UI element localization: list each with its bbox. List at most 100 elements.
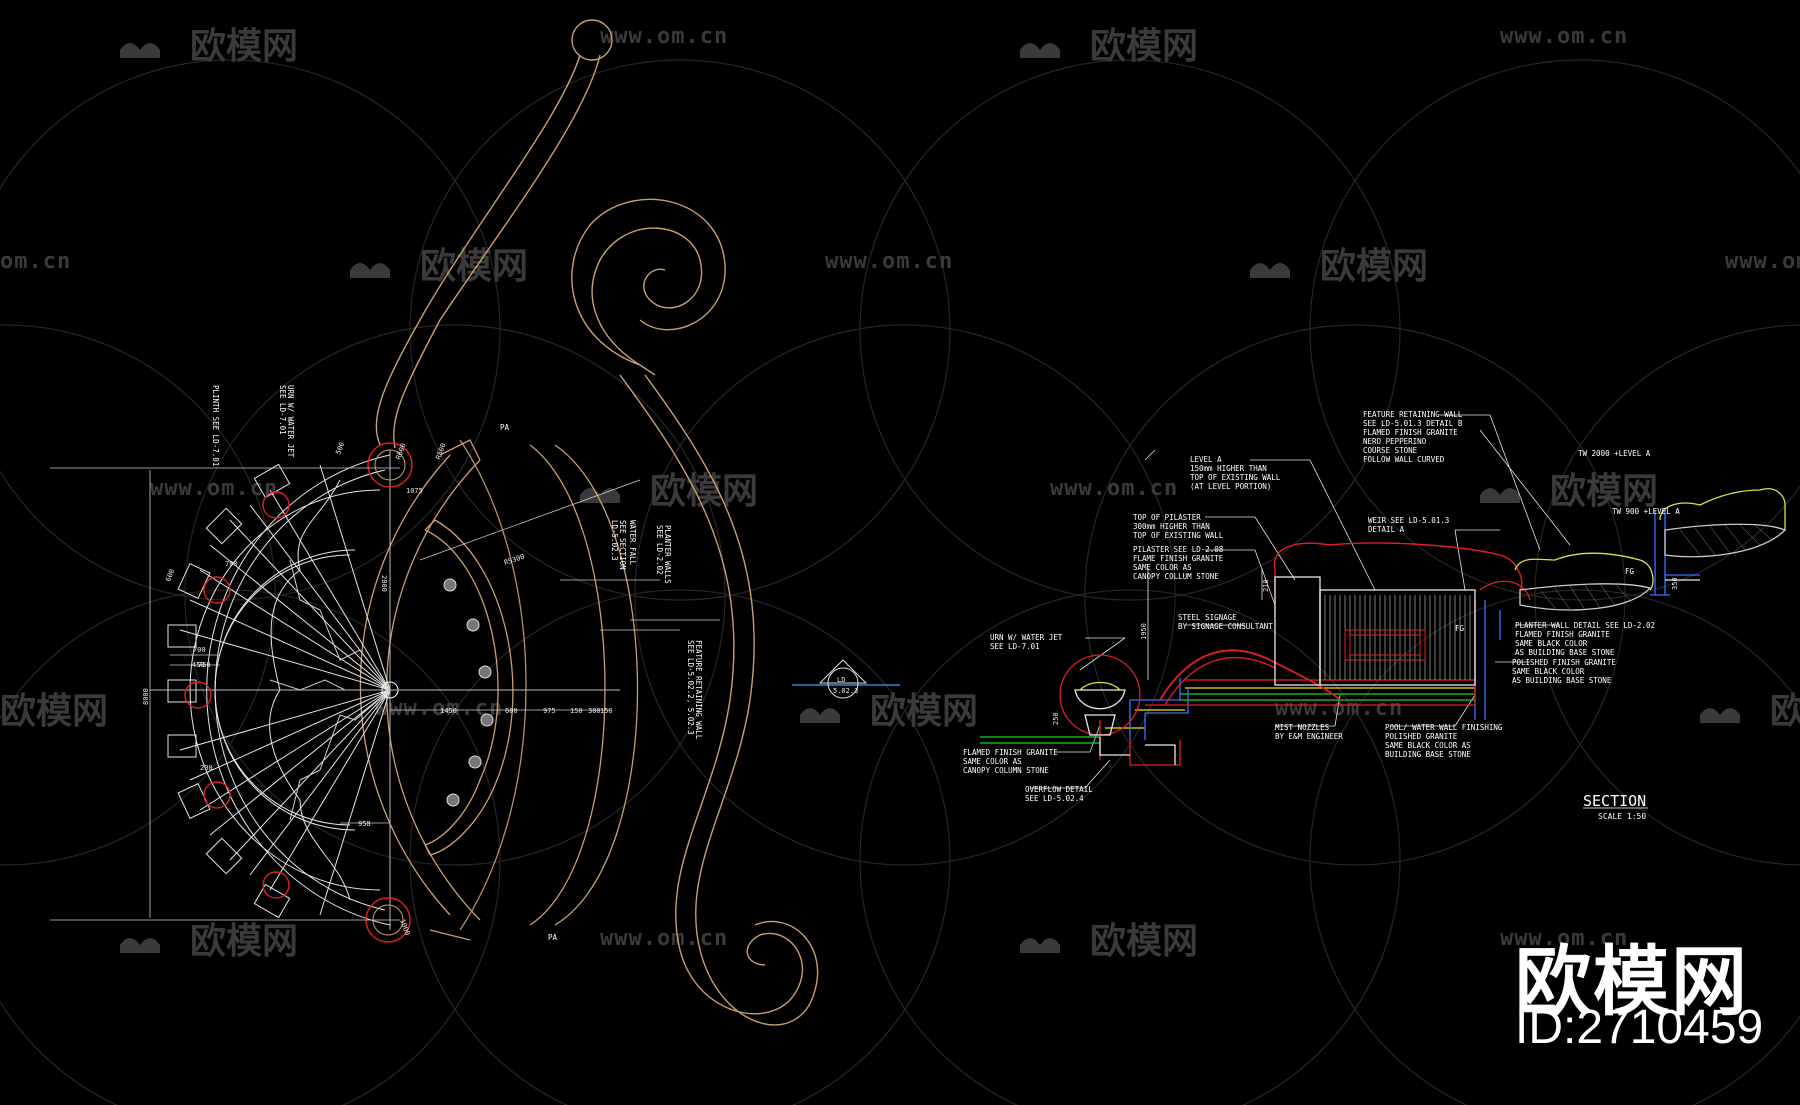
steel-signage [1344, 629, 1426, 661]
note-flamed-1: FLAMED FINISH GRANITE [963, 748, 1058, 757]
dim-975: 975 [543, 707, 556, 715]
watermark-brand: 欧模网 [1250, 246, 1428, 287]
note-urn-2: SEE LD-7.01 [990, 642, 1040, 651]
section-marker-top: LD [837, 676, 845, 684]
svg-text:欧模网: 欧模网 [650, 471, 758, 512]
watermark-url: www.om.cn [1725, 249, 1800, 274]
dim-2000: 2000 [380, 575, 388, 592]
note-feature-wall-3: FLAMED FINISH GRANITE [1363, 428, 1458, 437]
dim-600: 600 [505, 707, 518, 715]
note-polished-1: POLISHED FINISH GRANITE [1512, 658, 1616, 667]
watermark-brand: 欧模网 [120, 26, 298, 67]
section-title-block: SECTION SCALE 1:50 [1583, 792, 1648, 821]
urns [184, 442, 413, 943]
watermark-url: www.om.cn [600, 926, 728, 951]
note-mist-1: MIST NOZZLES [1275, 723, 1330, 732]
plan-view: PLINTH SEE LD-7.01 URN W/ WATER JET SEE … [50, 19, 900, 1026]
note-weir-2: DETAIL A [1368, 525, 1405, 534]
note-mist-2: BY E&M ENGINEER [1275, 732, 1343, 741]
dim-210: 210 [1262, 579, 1270, 592]
dim-300: 300 [588, 707, 601, 715]
label-waterfall-ref: LD-5.02.3 [610, 520, 619, 561]
section-marker: LD 5.02.3 [792, 659, 900, 699]
dim-1075: 1075 [406, 487, 423, 495]
lamp-dots [443, 578, 494, 807]
note-feature-wall-2: SEE LD-5.01.3 DETAIL B [1363, 419, 1463, 428]
dim-950: 950 [358, 820, 371, 828]
note-flamed-2: SAME COLOR AS [963, 757, 1022, 766]
label-retaining-ref: SEE LD-5.02.2, 5.02.3 [686, 640, 695, 735]
note-pool-2: POLISHED GRANITE [1385, 732, 1458, 741]
watermark-url: www.om.cn [1050, 476, 1178, 501]
svg-text:欧模网: 欧模网 [0, 691, 108, 732]
dim-r500: R500 [434, 442, 447, 461]
plan-labels: PLINTH SEE LD-7.01 URN W/ WATER JET SEE … [211, 385, 703, 942]
svg-text:欧模网: 欧模网 [1550, 471, 1658, 512]
section-dimensions: 210 1950 250 350 [1052, 577, 1679, 725]
watermark-brand: 欧模网 [1020, 26, 1198, 67]
note-signage-2: BY SIGNAGE CONSULTANT [1178, 622, 1273, 631]
note-planter-2: FLAMED FINISH GRANITE [1515, 630, 1610, 639]
dim-150-b: 150 [600, 707, 613, 715]
dim-700: 700 [193, 646, 206, 654]
label-planter-walls: PLANTER WALLS [663, 525, 672, 584]
plan-dimensions: 8000 1450 600 975 150 300 150 950 700 75… [142, 441, 613, 936]
watermark-brand: 欧模网 [350, 246, 528, 287]
watermark-url: www.om.cn [1500, 926, 1628, 951]
dim-1950: 1950 [1140, 623, 1148, 640]
section-marker-bottom: 5.02.3 [833, 687, 858, 695]
note-feature-wall-1: FEATURE RETAINING WALL [1363, 410, 1463, 419]
note-urn-1: URN W/ WATER JET [990, 633, 1063, 642]
watermark-id: ID:2710459 [1515, 1001, 1764, 1054]
note-pilaster-top-3: TOP OF EXISTING WALL [1133, 531, 1224, 540]
note-pool-4: BUILDING BASE STONE [1385, 750, 1471, 759]
note-pilaster-3: SAME COLOR AS [1133, 563, 1192, 572]
watermark-brand: 欧模网 [0, 691, 108, 732]
ground-hatch [1539, 524, 1773, 611]
note-tw-900: TW 900 +LEVEL A [1612, 507, 1680, 516]
dim-450: 450 [192, 661, 205, 669]
watermarks: 欧模网 欧模网 欧模网 欧模网 欧模网 欧模网 欧模网 欧模网 欧模网 欧模网 … [0, 24, 1800, 962]
watermark-brand: 欧模网 [120, 921, 298, 962]
note-pool-1: POOL/ WATER WALL FINISHING [1385, 723, 1503, 732]
scroll-wall [375, 19, 819, 1026]
note-pilaster-4: CANOPY COLLUM STONE [1133, 572, 1219, 581]
label-waterfall: WATER FALL [628, 520, 637, 566]
section-structure [980, 488, 1787, 766]
note-level-a-3: TOP OF EXISTING WALL [1190, 473, 1281, 482]
note-fg-2: FG [1455, 624, 1465, 633]
watermark-url: www.om.cn [150, 476, 278, 501]
note-flamed-3: CANOPY COLUMN STONE [963, 766, 1049, 775]
svg-text:欧模网: 欧模网 [1770, 691, 1800, 732]
leader-lines [1030, 414, 1571, 789]
note-planter-1: PLANTER WALL DETAIL SEE LD-2.02 [1515, 621, 1655, 630]
svg-text:欧模网: 欧模网 [190, 26, 298, 67]
dim-600-plinth: 600 [164, 568, 176, 583]
dim-750: 750 [198, 661, 211, 669]
svg-text:欧模网: 欧模网 [1320, 246, 1428, 287]
label-plinth: PLINTH SEE LD-7.01 [211, 385, 220, 466]
label-pa-top: PA [500, 423, 510, 432]
note-planter-3: SAME BLACK COLOR [1515, 639, 1588, 648]
section-notes: FEATURE RETAINING WALL SEE LD-5.01.3 DET… [963, 410, 1680, 803]
watermark-brand: 欧模网 [1700, 691, 1800, 732]
note-pilaster-2: FLAME FINISH GRANITE [1133, 554, 1224, 563]
watermark-brand: 欧模网 [800, 691, 978, 732]
note-tw-2000: TW 2000 +LEVEL A [1578, 449, 1651, 458]
plaza-rings [359, 439, 639, 941]
svg-text:欧模网: 欧模网 [870, 691, 978, 732]
label-pa-bottom: PA [548, 933, 558, 942]
note-level-a-4: (AT LEVEL PORTION) [1190, 482, 1271, 491]
note-level-a-2: 150mm HIGHER THAN [1190, 464, 1267, 473]
note-overflow-2: SEE LD-5.02.4 [1025, 794, 1084, 803]
watermark-url: om.cn [0, 249, 71, 274]
note-level-a-1: LEVEL A [1190, 455, 1222, 464]
note-feature-wall-5: COURSE STONE [1363, 446, 1418, 455]
svg-text:欧模网: 欧模网 [190, 921, 298, 962]
label-waterfall-section: SEE SECTION [618, 520, 627, 570]
watermark-url: www.om.cn [375, 696, 503, 721]
note-planter-4: AS BUILDING BASE STONE [1515, 648, 1615, 657]
water-wall-hatch [1324, 595, 1471, 680]
note-pool-3: SAME BLACK COLOR AS [1385, 741, 1471, 750]
svg-text:欧模网: 欧模网 [1090, 26, 1198, 67]
